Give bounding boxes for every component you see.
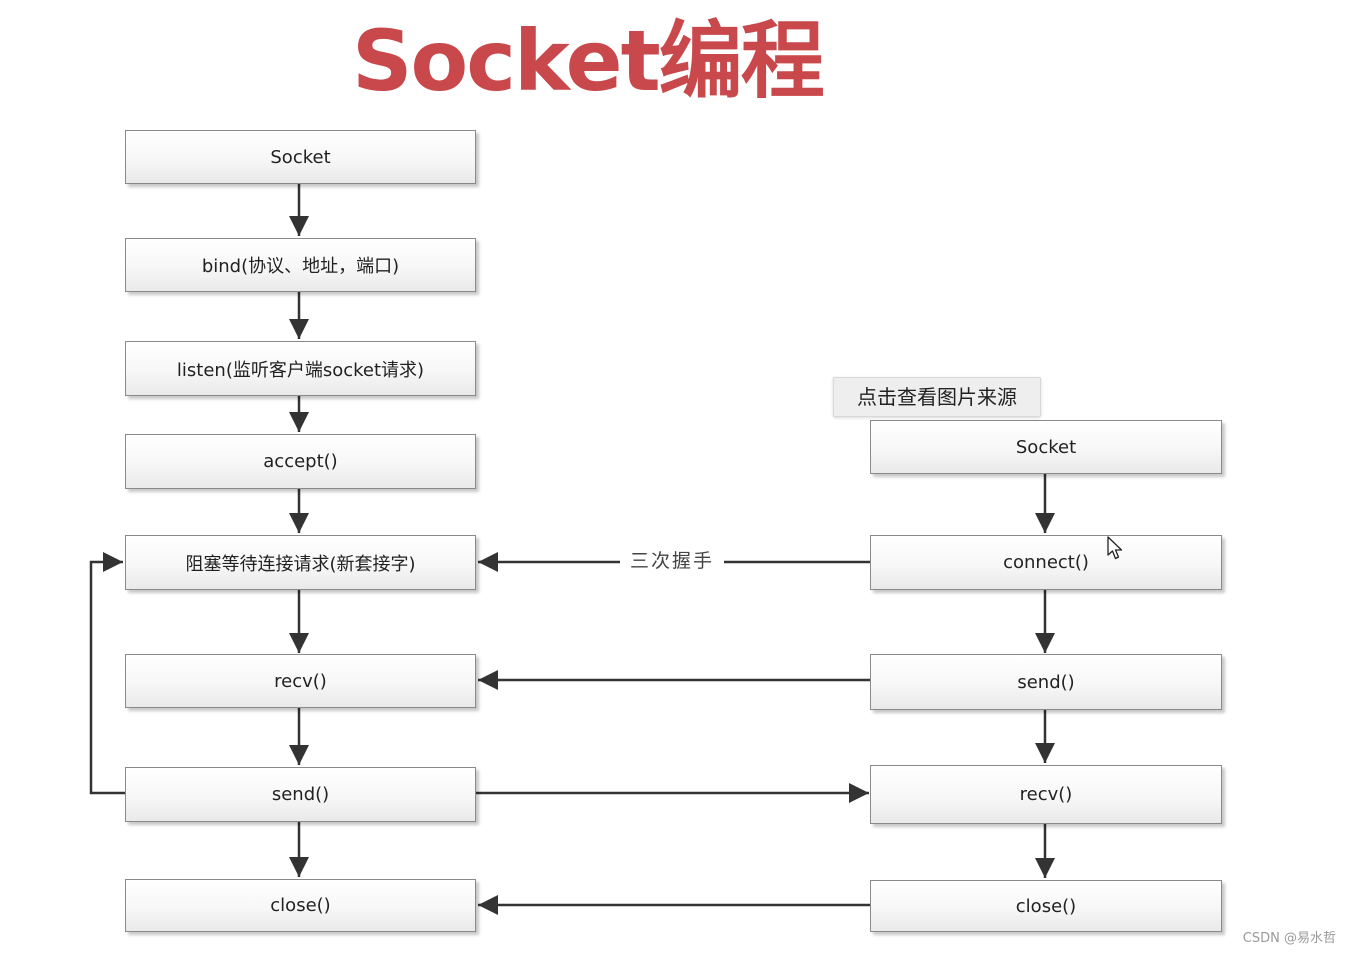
server-accept-box: accept() <box>125 434 476 489</box>
page-title: Socket编程 <box>352 12 825 110</box>
watermark: CSDN @易水哲 <box>1242 931 1336 946</box>
client-send-box: send() <box>870 654 1222 710</box>
client-connect-box: connect() <box>870 535 1222 590</box>
server-block-box: 阻塞等待连接请求(新套接字) <box>125 535 476 590</box>
mouse-pointer-icon <box>1107 536 1123 560</box>
server-send-box: send() <box>125 767 476 822</box>
client-close-box: close() <box>870 880 1222 932</box>
server-close-box: close() <box>125 879 476 932</box>
server-listen-box: listen(监听客户端socket请求) <box>125 341 476 396</box>
server-bind-box: bind(协议、地址，端口) <box>125 238 476 292</box>
server-socket-box: Socket <box>125 130 476 184</box>
arrow-loop-back <box>89 552 125 795</box>
image-source-tooltip[interactable]: 点击查看图片来源 <box>833 377 1041 417</box>
client-recv-box: recv() <box>870 765 1222 824</box>
handshake-label: 三次握手 <box>620 547 724 575</box>
client-socket-box: Socket <box>870 420 1222 474</box>
server-recv-box: recv() <box>125 654 476 708</box>
